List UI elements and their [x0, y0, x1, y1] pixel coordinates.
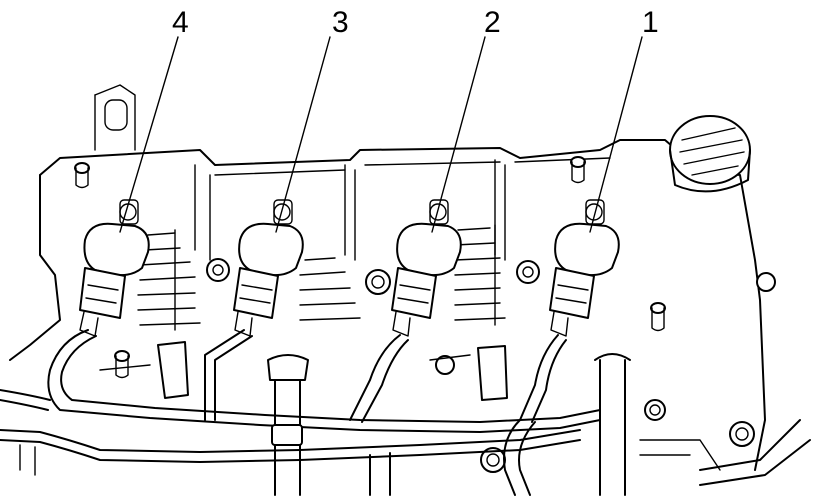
- callout-4: 4: [172, 6, 189, 39]
- harness-brackets: [99, 341, 508, 401]
- leader-line-1: [589, 36, 643, 233]
- ignition-coil-4: [79, 199, 150, 337]
- callout-3: 3: [332, 6, 349, 39]
- callout-labels: 4 3 2 1: [172, 6, 659, 39]
- leader-line-4: [119, 36, 179, 233]
- leader-line-3: [275, 36, 331, 233]
- cover-ribs: [137, 224, 506, 331]
- callout-leaders: [119, 36, 643, 233]
- oil-filler-cap: [669, 115, 751, 193]
- leader-line-2: [431, 36, 486, 233]
- ignition-coil-3: [233, 199, 304, 337]
- callout-1: 1: [642, 6, 659, 39]
- ignition-coil-2: [391, 199, 462, 337]
- studs: [74, 156, 776, 473]
- ignition-coil-1: [549, 199, 620, 337]
- wiring-harness: [0, 329, 811, 496]
- cylinder-head-cover: [9, 84, 766, 471]
- callout-2: 2: [484, 6, 501, 39]
